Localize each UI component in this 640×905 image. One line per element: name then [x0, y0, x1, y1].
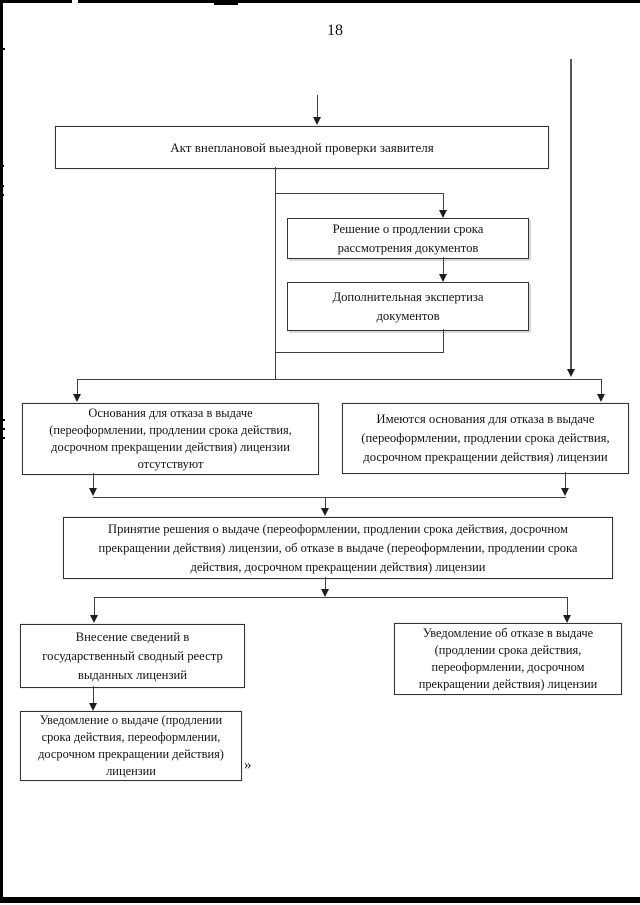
node-uvedomlenie-vydacha-line: досрочном прекращении действия) [38, 747, 224, 761]
flow-connector-3 [94, 597, 568, 598]
node-uvedomlenie-otkaz-line: (продлении срока действия, [434, 643, 582, 658]
scan-tick [0, 194, 4, 196]
node-uvedomlenie-otkaz-line: переоформлении, досрочном [431, 660, 585, 674]
node-vnesenie-svedeniy: Внесение сведений в государственный свод… [20, 624, 245, 688]
arrowhead-down-icon [321, 589, 329, 597]
node-osnovaniya-line: отсутствуют [137, 456, 204, 471]
node-imeyutsya-osnovaniya: Имеются основания для отказа в выдаче (п… [342, 403, 629, 474]
node-uvedomlenie-vydacha-line: Уведомление о выдаче (продлении [39, 713, 223, 728]
node-uvedomlenie-vydacha-line: срока действия, переоформлении, [41, 730, 221, 745]
node-vnesenie-line: Внесение сведений в [75, 629, 190, 644]
scan-tick [0, 185, 4, 187]
flow-line-f-exit [325, 577, 326, 590]
node-akt-proverki-label: Акт внеплановой выездной проверки заявит… [170, 140, 434, 155]
flow-connector-1 [77, 379, 602, 380]
node-uvedomlenie-vydacha: Уведомление о выдаче (продлении срока де… [20, 711, 242, 781]
flow-line-c-exit [443, 329, 444, 352]
node-osnovaniya-line: досрочном прекращении действия) лицензии [51, 440, 290, 454]
flow-line-c1-right-drop [601, 379, 602, 395]
flow-line-c3-right-drop [567, 597, 568, 616]
flow-line-branch-drop [443, 193, 444, 210]
top-edge-gap [72, 0, 78, 3]
node-ekspertiza-line: Дополнительная экспертиза [332, 289, 484, 304]
page-number: 18 [327, 22, 343, 39]
node-dop-ekspertiza: Дополнительная экспертиза документов [287, 282, 529, 331]
node-osnovaniya-line: (переоформлении, продлении срока действи… [49, 423, 292, 438]
node-vnesenie-line: выданных лицензий [77, 667, 188, 682]
arrowhead-down-icon [561, 488, 569, 496]
flow-line-b-to-c [443, 257, 444, 274]
arrowhead-down-icon [321, 508, 329, 516]
top-edge-blob [214, 0, 238, 5]
arrowhead-down-icon [567, 369, 575, 377]
node-imeyutsya-line: (переоформлении, продлении срока действи… [361, 431, 610, 445]
node-osnovaniya-line: Основания для отказа в выдаче [88, 406, 253, 421]
node-prinyatie-line: Принятие решения о выдаче (переоформлени… [108, 521, 568, 536]
node-imeyutsya-line: Имеются основания для отказа в выдаче [376, 412, 595, 426]
scan-tick [0, 437, 5, 439]
arrowhead-down-icon [90, 615, 98, 623]
closing-quote-mark: » [244, 757, 252, 773]
arrowhead-down-icon [439, 274, 447, 282]
arrowhead-down-icon [89, 703, 97, 711]
flow-line-g-exit [93, 686, 94, 704]
node-osnovaniya-otsutstvuyut: Основания для отказа в выдаче (переоформ… [22, 403, 319, 475]
arrowhead-down-icon [73, 394, 81, 402]
node-prinyatie-resheniya: Принятие решения о выдаче (переоформлени… [63, 517, 613, 579]
scan-tick [0, 165, 4, 167]
node-ekspertiza-line: документов [376, 308, 440, 323]
arrowhead-down-icon [439, 210, 447, 218]
node-uvedomlenie-otkaz-line: Уведомление об отказе в выдаче [422, 626, 594, 641]
scan-tick [0, 48, 5, 50]
node-reshenie-line: Решение о продлении срока [332, 221, 484, 236]
flow-line-e-exit [565, 472, 566, 489]
arrowhead-down-icon [597, 394, 605, 402]
flow-line-c-return [275, 352, 444, 353]
node-vnesenie-line: государственный сводный реестр [42, 648, 223, 663]
arrowhead-down-icon [313, 117, 321, 125]
flow-line-c3-left-drop [94, 597, 95, 616]
node-prinyatie-line: прекращении действия) лицензии, об отказ… [98, 540, 578, 555]
page-top-edge [0, 0, 640, 3]
arrowhead-down-icon [563, 615, 571, 623]
page-left-edge [0, 0, 3, 899]
flow-line-d-exit [93, 473, 94, 489]
flow-line-main [275, 167, 276, 379]
flow-line-entry [317, 95, 318, 118]
node-prinyatie-line: действия, досрочном прекращении действия… [190, 559, 486, 574]
node-uvedomlenie-otkaz-line: прекращении действия) лицензии [418, 676, 598, 691]
node-reshenie-line: рассмотрения документов [337, 240, 479, 255]
arrowhead-down-icon [89, 488, 97, 496]
flow-line-branch [275, 193, 444, 194]
scan-tick [0, 419, 5, 421]
node-reshenie-prodlenie: Решение о продлении срока рассмотрения д… [287, 218, 529, 259]
flow-line-c1-left-drop [77, 379, 78, 395]
node-akt-proverki: Акт внеплановой выездной проверки заявит… [55, 126, 549, 169]
flow-line-right-bypass [570, 59, 572, 371]
node-uvedomlenie-vydacha-line: лицензии [106, 763, 156, 778]
node-uvedomlenie-otkaz: Уведомление об отказе в выдаче (продлени… [394, 623, 622, 695]
page-bottom-edge [0, 897, 640, 903]
flow-connector-2 [93, 497, 566, 498]
node-imeyutsya-line: досрочном прекращении действия) лицензии [363, 450, 608, 464]
scan-tick [0, 428, 5, 430]
flow-line-c2-center-drop [325, 497, 326, 509]
